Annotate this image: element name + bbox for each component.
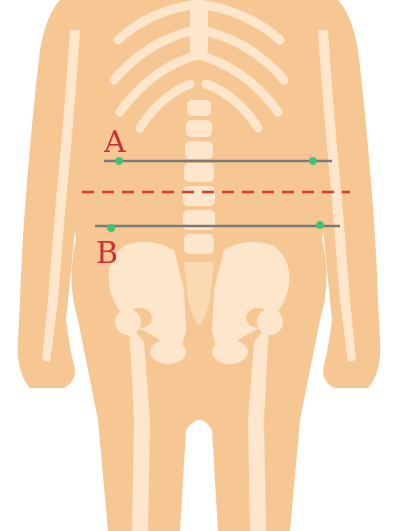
sternum — [190, 0, 208, 60]
marker-b-right — [316, 221, 324, 229]
marker-a-right — [309, 157, 317, 165]
label-b: B — [96, 236, 118, 271]
marker-b-left — [107, 224, 115, 232]
label-a: A — [103, 125, 126, 160]
